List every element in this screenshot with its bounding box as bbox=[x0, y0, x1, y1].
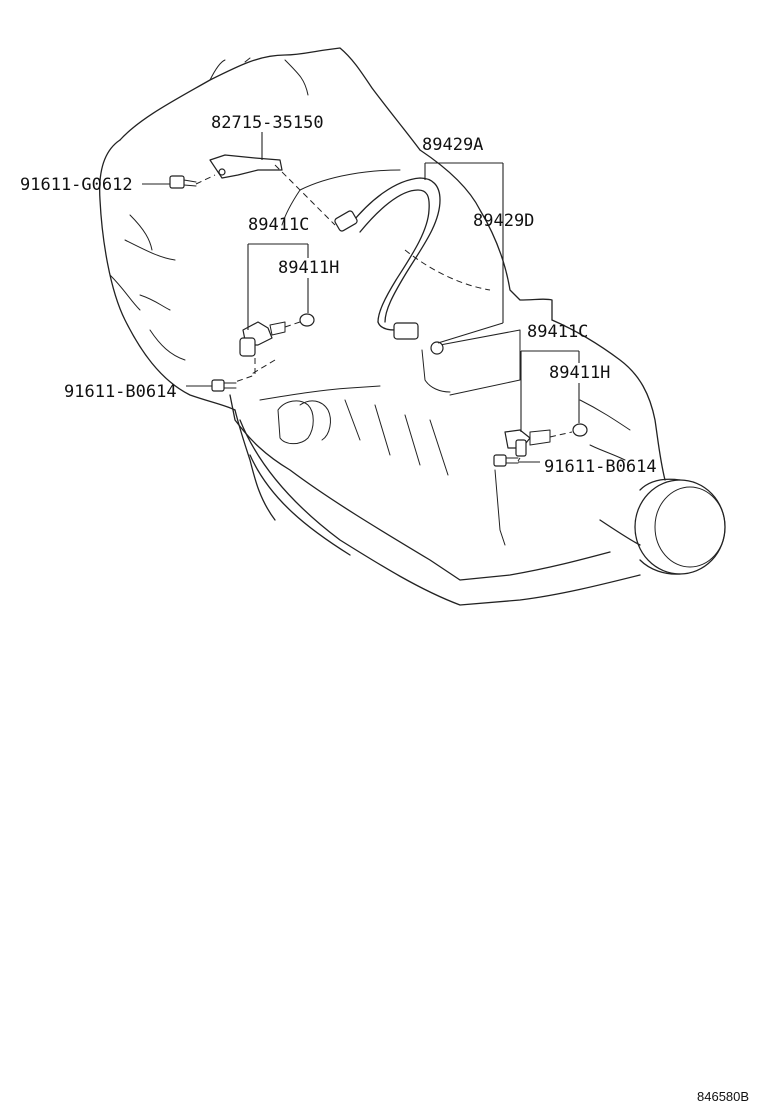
o-ring-left bbox=[299, 313, 315, 327]
label-89411c-left: 89411C bbox=[248, 215, 309, 235]
label-89411c-right: 89411C bbox=[527, 322, 588, 342]
harness-connector-front bbox=[334, 210, 358, 232]
speed-sensor-right bbox=[504, 423, 588, 457]
wire-harness bbox=[334, 177, 444, 355]
label-89411h-left: 89411H bbox=[278, 258, 339, 278]
bolt-b0614-left bbox=[211, 379, 237, 392]
harness-bracket bbox=[209, 154, 336, 226]
speed-sensor-left bbox=[234, 313, 315, 383]
label-91611-g0612: 91611-G0612 bbox=[20, 175, 133, 195]
o-ring-right bbox=[572, 423, 588, 437]
label-91611-b0614-left: 91611-B0614 bbox=[64, 382, 177, 402]
bolt-b0614-right bbox=[493, 454, 521, 467]
label-89429a: 89429A bbox=[422, 135, 483, 155]
label-91611-b0614-right: 91611-B0614 bbox=[544, 457, 657, 477]
label-89429d: 89429D bbox=[473, 211, 534, 231]
harness-grommet bbox=[430, 341, 444, 355]
label-82715-35150: 82715-35150 bbox=[211, 113, 324, 133]
bolt-g0612 bbox=[169, 174, 216, 189]
transmission-case bbox=[229, 149, 641, 606]
harness-connector-rear bbox=[393, 322, 419, 340]
bell-housing bbox=[99, 47, 421, 521]
diagram-code: 846580B bbox=[697, 1089, 749, 1104]
label-89411h-right: 89411H bbox=[549, 363, 610, 383]
label-leaders bbox=[142, 132, 580, 463]
extension-housing bbox=[551, 319, 726, 575]
reference-dash-lines bbox=[249, 249, 491, 376]
part-number-labels: 82715-35150 91611-G0612 89429A 89429D 89… bbox=[20, 113, 657, 477]
